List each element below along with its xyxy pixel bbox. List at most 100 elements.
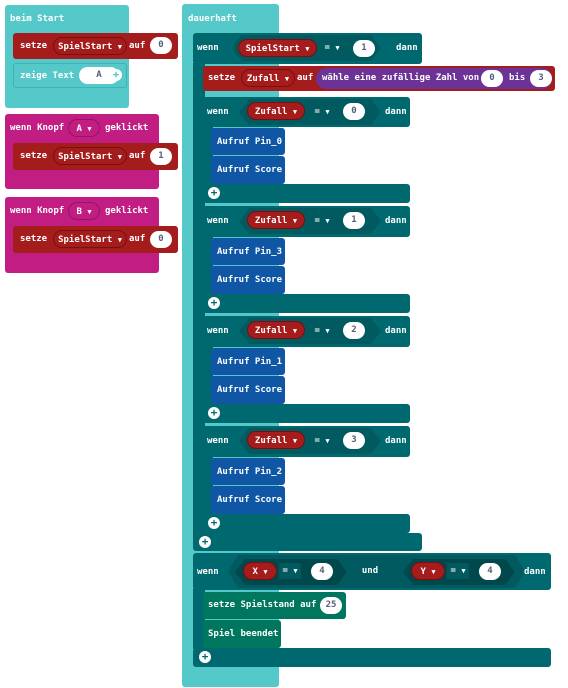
call-block[interactable]: Aufruf Score — [211, 156, 285, 184]
operator: = — [282, 566, 288, 576]
if-zufall-block[interactable]: wenn Zufall ▼ = ▼ 2 dann — [203, 316, 410, 347]
if-label: wenn — [197, 43, 219, 53]
call-label: Aufruf Score — [217, 495, 283, 505]
set-spielstart-block[interactable]: setze SpielStart ▼ auf 0 — [13, 33, 178, 59]
random-to-input[interactable]: 3 — [530, 70, 552, 87]
forever-header: dauerhaft — [188, 14, 237, 24]
value-input[interactable]: 1 — [353, 40, 375, 57]
chevron-down-icon: ▼ — [335, 44, 340, 52]
variable-dropdown[interactable]: SpielStart ▼ — [238, 39, 317, 57]
then-label: dann — [385, 436, 407, 446]
set-score-block[interactable]: setze Spielstand auf 25 — [203, 592, 346, 619]
value-input[interactable]: 4 — [311, 563, 333, 580]
operator-dropdown[interactable]: = ▼ — [321, 40, 343, 56]
variable-dropdown[interactable]: Zufall ▼ — [247, 321, 305, 339]
set-zufall-block[interactable]: setze Zufall ▼ auf wähle eine zufällige … — [203, 66, 555, 91]
random-from-input[interactable]: 0 — [481, 70, 503, 87]
if-zufall-mouth — [203, 456, 213, 516]
if-zufall-block[interactable]: wenn Zufall ▼ = ▼ 0 dann — [203, 97, 410, 127]
game-over-block[interactable]: Spiel beendet — [203, 620, 281, 648]
then-label: dann — [524, 567, 546, 577]
set-spielstart-block[interactable]: setze SpielStart ▼ auf 0 — [13, 226, 178, 253]
button-dropdown[interactable]: B ▼ — [68, 202, 100, 220]
variable-dropdown[interactable]: Zufall ▼ — [247, 431, 305, 449]
operator-dropdown[interactable]: = ▼ — [311, 433, 333, 449]
call-label: Aufruf Score — [217, 385, 283, 395]
chevron-down-icon: ▼ — [87, 208, 92, 216]
value-input[interactable]: 3 — [343, 432, 365, 449]
text-input[interactable]: A — [79, 67, 119, 84]
add-else-icon[interactable]: + — [199, 651, 211, 663]
then-label: dann — [385, 326, 407, 336]
operator-dropdown[interactable]: = ▼ — [311, 104, 333, 120]
call-block[interactable]: Aufruf Pin_0 — [211, 128, 285, 155]
value-input[interactable]: 0 — [343, 103, 365, 120]
show-text-label: zeige Text — [20, 71, 75, 81]
chevron-down-icon: ▼ — [292, 437, 298, 445]
if-zufall-block[interactable]: wenn Zufall ▼ = ▼ 3 dann — [203, 426, 410, 457]
variable-name: Zufall — [254, 107, 288, 117]
text-value: A — [96, 70, 102, 80]
call-block[interactable]: Aufruf Pin_1 — [211, 348, 285, 375]
value-input[interactable]: 0 — [150, 231, 172, 248]
chevron-down-icon: ▼ — [325, 217, 330, 225]
value-input[interactable]: 4 — [479, 563, 501, 580]
operator-dropdown[interactable]: = ▼ — [447, 563, 469, 579]
call-block[interactable]: Aufruf Pin_2 — [211, 458, 285, 485]
if-label: wenn — [207, 107, 229, 117]
add-else-icon[interactable]: + — [208, 407, 220, 419]
variable-dropdown[interactable]: SpielStart ▼ — [53, 147, 127, 165]
button-name: A — [76, 124, 82, 134]
value-input[interactable]: 0 — [150, 37, 172, 54]
add-else-icon[interactable]: + — [208, 517, 220, 529]
operator: = — [324, 43, 330, 53]
set-spielstart-block[interactable]: setze SpielStart ▼ auf 1 — [13, 143, 178, 170]
button-dropdown[interactable]: A ▼ — [68, 119, 100, 137]
variable-name: X — [252, 567, 258, 577]
call-label: Aufruf Pin_3 — [217, 247, 283, 257]
operator: = — [314, 107, 320, 117]
value-input[interactable]: 1 — [150, 148, 172, 165]
score-input[interactable]: 25 — [320, 597, 342, 614]
operator-dropdown[interactable]: = ▼ — [311, 323, 333, 339]
if-zufall-block[interactable]: wenn Zufall ▼ = ▼ 1 dann — [203, 206, 410, 237]
variable-dropdown[interactable]: Zufall ▼ — [247, 211, 305, 229]
add-else-icon[interactable]: + — [208, 187, 220, 199]
variable-dropdown[interactable]: SpielStart ▼ — [53, 37, 127, 55]
operator-dropdown[interactable]: = ▼ — [311, 213, 333, 229]
if-spielstart-block[interactable]: wenn SpielStart ▼ = ▼ 1 dann — [193, 33, 422, 64]
set-label: setze — [20, 234, 48, 244]
variable-dropdown[interactable]: SpielStart ▼ — [53, 230, 127, 248]
variable-dropdown[interactable]: Y ▼ — [411, 562, 445, 580]
call-block[interactable]: Aufruf Score — [211, 266, 285, 294]
then-label: dann — [396, 43, 418, 53]
call-block[interactable]: Aufruf Score — [211, 376, 285, 404]
call-label: Aufruf Score — [217, 165, 283, 175]
if-xy-block[interactable]: wenn X ▼ = ▼ 4 und Y ▼ = ▼ 4 dann — [193, 553, 551, 590]
operator: = — [314, 326, 320, 336]
value-input[interactable]: 2 — [343, 322, 365, 339]
call-label: Aufruf Pin_0 — [217, 137, 283, 147]
variable-name: Y — [420, 567, 426, 577]
variable-dropdown[interactable]: X ▼ — [243, 562, 277, 580]
variable-dropdown[interactable]: Zufall ▼ — [241, 69, 295, 87]
if-label: wenn — [207, 436, 229, 446]
operator-dropdown[interactable]: = ▼ — [279, 563, 301, 579]
if-zufall-mouth — [203, 126, 213, 186]
call-block[interactable]: Aufruf Pin_3 — [211, 238, 285, 265]
show-text-block[interactable]: zeige Text A + — [13, 63, 127, 88]
variable-dropdown[interactable]: Zufall ▼ — [247, 102, 305, 120]
chevron-down-icon: ▼ — [325, 327, 330, 335]
then-label: dann — [385, 107, 407, 117]
if-zufall-mouth — [203, 346, 213, 406]
and-operator-dropdown[interactable]: und — [353, 563, 387, 579]
to-label: auf — [129, 41, 146, 51]
add-icon[interactable]: + — [110, 69, 122, 81]
value-input[interactable]: 1 — [343, 212, 365, 229]
set-label: setze — [208, 73, 236, 83]
forever-mouth — [182, 30, 194, 676]
chevron-down-icon: ▼ — [117, 43, 122, 51]
add-else-icon[interactable]: + — [208, 297, 220, 309]
call-block[interactable]: Aufruf Score — [211, 486, 285, 514]
add-else-icon[interactable]: + — [199, 536, 211, 548]
